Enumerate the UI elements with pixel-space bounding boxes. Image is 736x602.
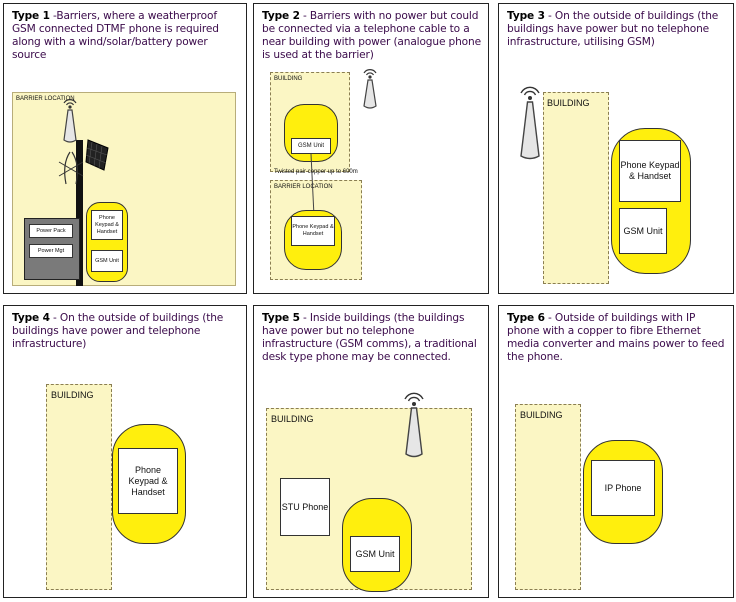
panel-text: - On the outside of buildings (the build… — [507, 10, 719, 48]
panel-text: - On the outside of buildings (the build… — [12, 312, 224, 350]
panel-title: Type 6 — [507, 312, 545, 324]
building-area — [543, 92, 609, 284]
power-pack-box: Power Pack — [29, 224, 73, 238]
building-area — [46, 384, 112, 590]
antenna-icon — [520, 86, 540, 160]
power-mgt-box: Power Mgt — [29, 244, 73, 258]
panel-description: Type 2 - Barriers with no power but coul… — [262, 10, 482, 62]
phone-keypad-box: Phone Keypad & Handset — [91, 210, 123, 240]
panel-description: Type 4 - On the outside of buildings (th… — [12, 312, 240, 351]
panel-type-3: Type 3 - On the outside of buildings (th… — [498, 3, 734, 294]
gsm-unit-box: GSM Unit — [350, 536, 400, 572]
barrier-location-label: BARRIER LOCATION — [274, 184, 333, 190]
panel-title: Type 1 — [12, 10, 50, 22]
gsm-unit-box: GSM Unit — [291, 138, 331, 154]
copper-line — [310, 153, 315, 217]
phone-keypad-box: Phone Keypad & Handset — [291, 216, 335, 246]
building-label: BUILDING — [51, 390, 94, 400]
panel-type-6: Type 6 - Outside of buildings with IP ph… — [498, 305, 734, 598]
solar-panel-icon — [85, 139, 109, 171]
building-area — [515, 404, 581, 590]
panel-type-1: Type 1 -Barriers, where a weatherproof G… — [3, 3, 247, 294]
gsm-unit-box: GSM Unit — [619, 208, 667, 254]
ip-phone-box: IP Phone — [591, 460, 655, 516]
panel-text: - Outside of buildings with IP phone wit… — [507, 312, 725, 363]
panel-text: - Barriers with no power but could be co… — [262, 10, 481, 61]
panel-text: -Barriers, where a weatherproof GSM conn… — [12, 10, 219, 61]
building-label: BUILDING — [520, 410, 563, 420]
panel-description: Type 3 - On the outside of buildings (th… — [507, 10, 727, 49]
panel-type-4: Type 4 - On the outside of buildings (th… — [3, 305, 247, 598]
panel-title: Type 3 — [507, 10, 545, 22]
panel-description: Type 6 - Outside of buildings with IP ph… — [507, 312, 727, 364]
stu-phone-box: STU Phone — [280, 478, 330, 536]
building-label: BUILDING — [274, 76, 303, 82]
panel-title: Type 2 — [262, 10, 300, 22]
antenna-icon — [63, 99, 77, 143]
building-label: BUILDING — [547, 98, 590, 108]
gsm-unit-box: GSM Unit — [91, 250, 123, 272]
panel-type-2: Type 2 - Barriers with no power but coul… — [253, 3, 489, 294]
panel-title: Type 5 — [262, 312, 300, 324]
twisted-pair-label: Twisted pair copper up to 600m — [274, 169, 358, 175]
phone-keypad-box: Phone Keypad & Handset — [118, 448, 178, 514]
antenna-icon — [363, 69, 377, 109]
phone-keypad-box: Phone Keypad & Handset — [619, 140, 681, 202]
antenna-icon — [404, 392, 424, 458]
panel-title: Type 4 — [12, 312, 50, 324]
building-label: BUILDING — [271, 414, 314, 424]
wind-turbine-icon — [58, 151, 84, 185]
barrier-pole — [76, 140, 83, 286]
barrier-location-label: BARRIER LOCATION — [16, 96, 75, 102]
panel-description: Type 1 -Barriers, where a weatherproof G… — [12, 10, 240, 62]
panel-description: Type 5 - Inside buildings (the buildings… — [262, 312, 482, 364]
panel-type-5: Type 5 - Inside buildings (the buildings… — [253, 305, 489, 598]
panel-text: - Inside buildings (the buildings have p… — [262, 312, 477, 363]
